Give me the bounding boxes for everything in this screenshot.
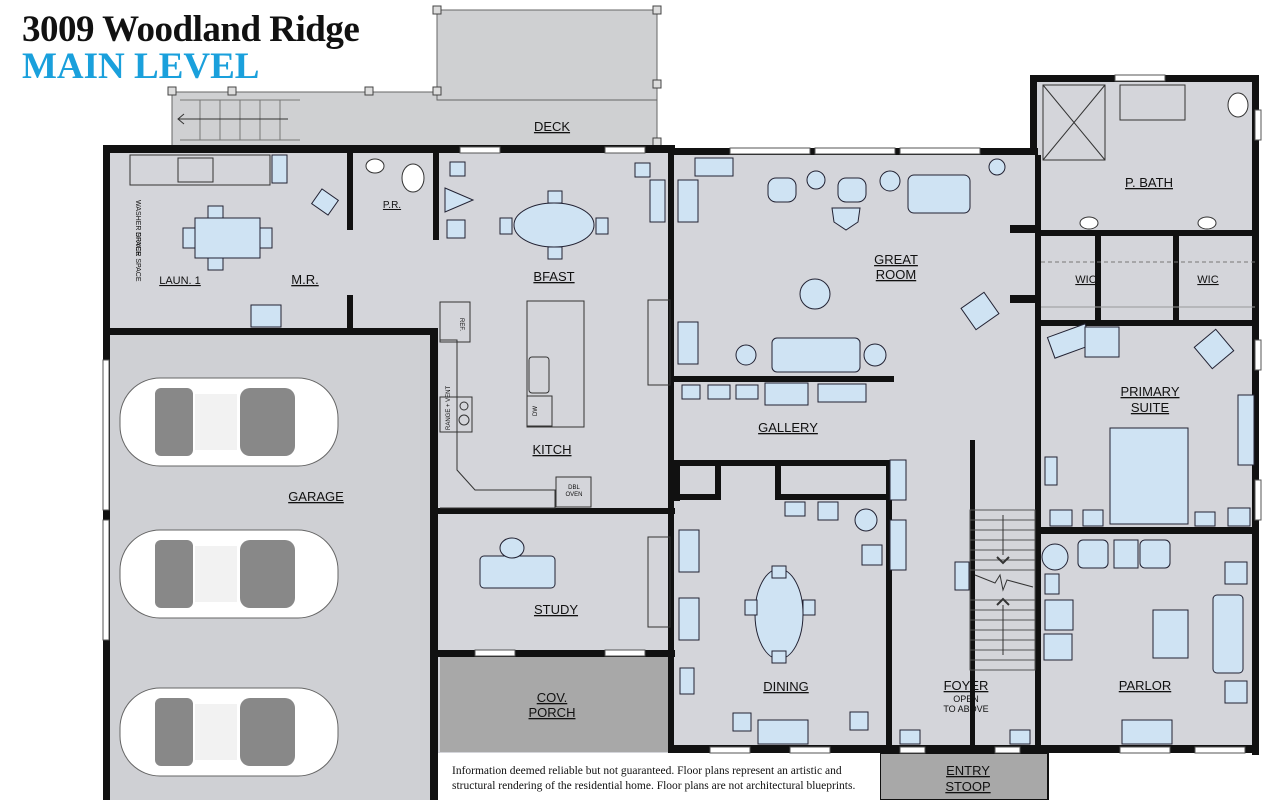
breakfast-table [513, 202, 595, 248]
dining-table [754, 568, 804, 660]
coffee-table-round [799, 278, 831, 310]
toilet-pr [401, 163, 425, 193]
bed [1109, 427, 1189, 525]
level-title: MAIN LEVEL [22, 46, 260, 87]
car-2 [119, 529, 339, 619]
car-3 [119, 687, 339, 777]
disclaimer-text: Information deemed reliable but not guar… [452, 765, 856, 792]
room-label-powder-room: P.R. [383, 200, 401, 211]
car-1 [119, 377, 339, 467]
garage-cars [119, 377, 339, 777]
dryer-label: DRYER SPACE [134, 232, 141, 282]
kitchen-island [526, 300, 585, 428]
room-label-laundry: LAUN. 1 [159, 275, 201, 287]
room-label-great-room-1: GREAT [874, 252, 918, 267]
room-label-primary-bath: P. BATH [1125, 175, 1173, 190]
room-label-entry-stoop-2: STOOP [945, 779, 990, 794]
room-label-mud-room: M.R. [291, 272, 318, 287]
tub [1119, 84, 1186, 121]
room-label-primary-suite-2: SUITE [1131, 400, 1170, 415]
furniture [182, 154, 1255, 745]
deck-upper [436, 9, 658, 101]
cov-porch-floor [440, 657, 670, 752]
kitchen-counters [129, 154, 671, 628]
room-label-primary-suite-1: PRIMARY [1121, 384, 1180, 399]
toilet-bath [1227, 92, 1249, 118]
foyer-note-2: TO ABOVE [943, 704, 988, 714]
room-label-gallery: GALLERY [758, 420, 818, 435]
room-label-study: STUDY [534, 602, 578, 617]
room-label-deck: DECK [534, 119, 570, 134]
room-label-breakfast: BFAST [533, 269, 574, 284]
room-label-kitchen: KITCH [533, 442, 572, 457]
room-label-parlor: PARLOR [1119, 678, 1172, 693]
room-label-cov-porch-2: PORCH [529, 705, 576, 720]
disclaimer-box [440, 753, 880, 800]
foyer-stairs [969, 509, 1036, 671]
room-label-wic-right: WIC [1197, 274, 1218, 286]
deck-railing-posts [167, 5, 662, 147]
room-label-garage: GARAGE [288, 489, 344, 504]
deck-stairs [177, 99, 300, 141]
dbl-oven-label-2: OVEN [565, 492, 582, 498]
room-label-great-room-2: ROOM [876, 267, 916, 282]
room-label-cov-porch-1: COV. [537, 690, 568, 705]
bath-fixtures [365, 84, 1255, 308]
entry-stoop-floor [879, 752, 1049, 800]
study-desk [479, 555, 556, 589]
parlor-coffee-table [1152, 609, 1189, 659]
mudroom-table [194, 217, 261, 259]
washer-label: WASHER SPACE [134, 200, 141, 256]
windows [102, 74, 1262, 754]
room-label-wic-left: WIC [1075, 274, 1096, 286]
foyer-note-1: OPEN [953, 694, 979, 704]
room-label-dining: DINING [763, 679, 809, 694]
property-address: 3009 Woodland Ridge [22, 9, 360, 50]
dbl-oven-label-1: DBL [568, 485, 580, 491]
range-label: RANGE + VENT [446, 385, 452, 430]
room-label-foyer: FOYER [944, 678, 989, 693]
room-label-entry-stoop-1: ENTRY [946, 763, 990, 778]
ref-label: REF. [458, 318, 464, 331]
dw-label: DW [533, 406, 539, 416]
